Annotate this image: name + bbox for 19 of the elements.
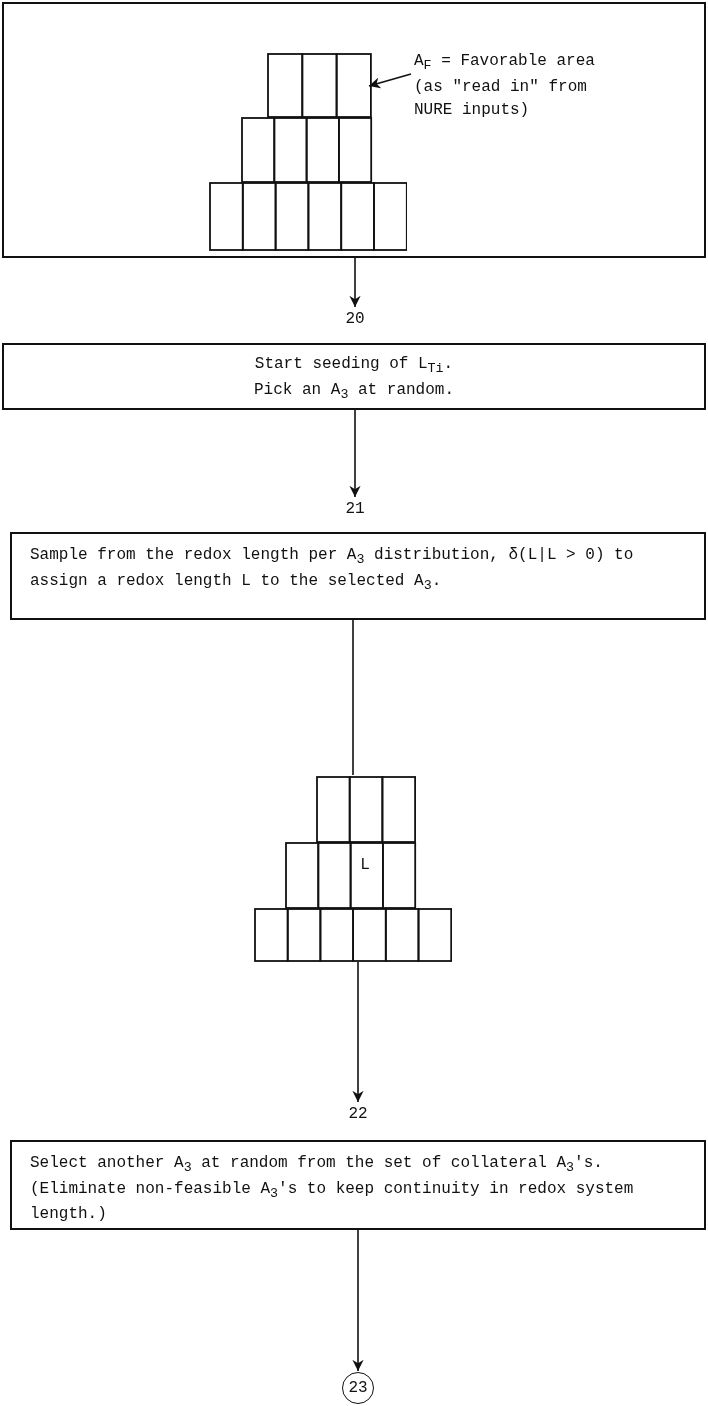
process-box [10, 532, 706, 620]
connector-line [352, 619, 354, 776]
process-box [2, 2, 706, 258]
arrow [349, 409, 361, 498]
box-text: Start seeding of L$_{Ti}$. [253, 354, 455, 379]
connector-number: 21 [330, 498, 380, 522]
box-text: Sample from the redox length per A$_{3}$ distribution, δ(L|L > 0) to assign a redox length L to the selected A$_{3}$. [30, 545, 635, 595]
arrow [352, 1229, 364, 1372]
connector-number: 22 [333, 1103, 383, 1127]
annotation-text: A$_{F}$ = Favorable area (as "read in" from NURE inputs) [414, 50, 619, 162]
leader-line [368, 73, 412, 89]
box-text: Select another A$_{3}$ at random from the set of collateral A$_{3}$'s. (Eliminate non-feasible A$_{3}$'s to keep continuity in redox system length.) [30, 1153, 635, 1225]
arrow [349, 257, 361, 308]
connector-number: 20 [330, 308, 380, 332]
arrow [352, 961, 364, 1103]
box-text: Pick an A$_{3}$ at random. [252, 379, 455, 404]
process-box [10, 1140, 706, 1230]
process-box [2, 343, 706, 410]
cell-label: L [359, 855, 371, 876]
